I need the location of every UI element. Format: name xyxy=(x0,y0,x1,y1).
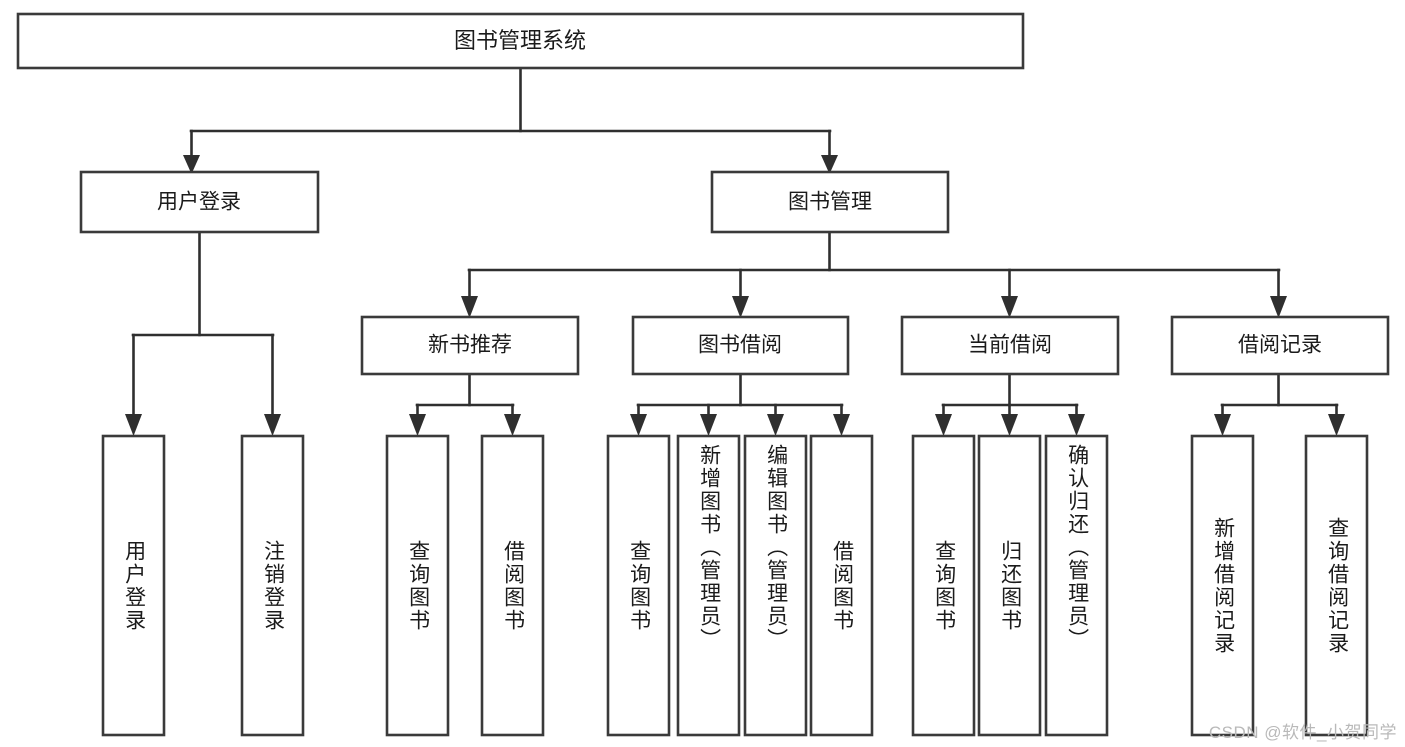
leaf-box-logout[interactable] xyxy=(240,434,305,737)
arrow-to-leaf-user-login xyxy=(125,414,142,436)
arrow-to-leaf-confirm-return xyxy=(1068,414,1085,436)
leaf-box-query-record[interactable] xyxy=(1304,434,1369,737)
leaf-box-borrow-book-2[interactable] xyxy=(809,434,874,737)
leaf-box-user-login[interactable] xyxy=(101,434,166,737)
leaf-box-query-book-1[interactable] xyxy=(385,434,450,737)
leaf-box-query-book-2[interactable] xyxy=(606,434,671,737)
node-book-manage-box[interactable] xyxy=(710,170,950,234)
arrow-to-leaf-edit-book xyxy=(767,414,784,436)
node-current-borrow-label: 当前借阅 xyxy=(968,334,1052,357)
node-new-book-recommend-box[interactable] xyxy=(360,315,580,376)
arrow-to-leaf-return-book xyxy=(1001,414,1018,436)
nodes-layer: 图书管理系统 用户登录 图书管理 新书推荐 图书借阅 当前借阅 借阅记录 xyxy=(16,12,1390,737)
leaf-box-add-book[interactable] xyxy=(676,434,741,737)
watermark-text: CSDN @软件_小贺同学 xyxy=(1208,723,1397,742)
arrow-to-leaf-query-record xyxy=(1328,414,1345,436)
node-new-book-recommend-label: 新书推荐 xyxy=(428,334,512,357)
arrow-to-leaf-query-book-2 xyxy=(630,414,647,436)
node-book-manage-label: 图书管理 xyxy=(788,191,872,214)
arrow-to-leaf-add-record xyxy=(1214,414,1231,436)
connectors-layer xyxy=(125,66,1345,436)
node-user-login-label: 用户登录 xyxy=(157,191,241,214)
arrow-to-book-borrow xyxy=(732,296,749,318)
arrow-to-new-book-recommend xyxy=(461,296,478,318)
arrow-to-leaf-borrow-book-2 xyxy=(833,414,850,436)
arrow-to-book-manage xyxy=(821,155,838,174)
node-borrow-record-label: 借阅记录 xyxy=(1238,334,1322,357)
leaf-box-return-book[interactable] xyxy=(977,434,1042,737)
node-current-borrow-box[interactable] xyxy=(900,315,1120,376)
arrow-to-leaf-logout xyxy=(264,414,281,436)
node-borrow-record-box[interactable] xyxy=(1170,315,1390,376)
arrow-to-leaf-add-book xyxy=(700,414,717,436)
leaf-box-borrow-book-1[interactable] xyxy=(480,434,545,737)
node-root-box[interactable] xyxy=(16,12,1025,70)
arrow-to-user-login xyxy=(183,155,200,174)
leaf-box-confirm-return[interactable] xyxy=(1044,434,1109,737)
arrow-to-leaf-borrow-book-1 xyxy=(504,414,521,436)
arrow-to-current-borrow xyxy=(1001,296,1018,318)
leaf-box-add-record[interactable] xyxy=(1190,434,1255,737)
node-book-borrow-box[interactable] xyxy=(631,315,850,376)
arrow-to-leaf-query-book-1 xyxy=(409,414,426,436)
leaf-box-query-book-3[interactable] xyxy=(911,434,976,737)
arrow-to-borrow-record xyxy=(1270,296,1287,318)
leaf-box-edit-book[interactable] xyxy=(743,434,808,737)
arrow-to-leaf-query-book-3 xyxy=(935,414,952,436)
node-user-login-box[interactable] xyxy=(79,170,320,234)
node-book-borrow-label: 图书借阅 xyxy=(698,334,782,357)
node-root-label: 图书管理系统 xyxy=(454,28,586,53)
